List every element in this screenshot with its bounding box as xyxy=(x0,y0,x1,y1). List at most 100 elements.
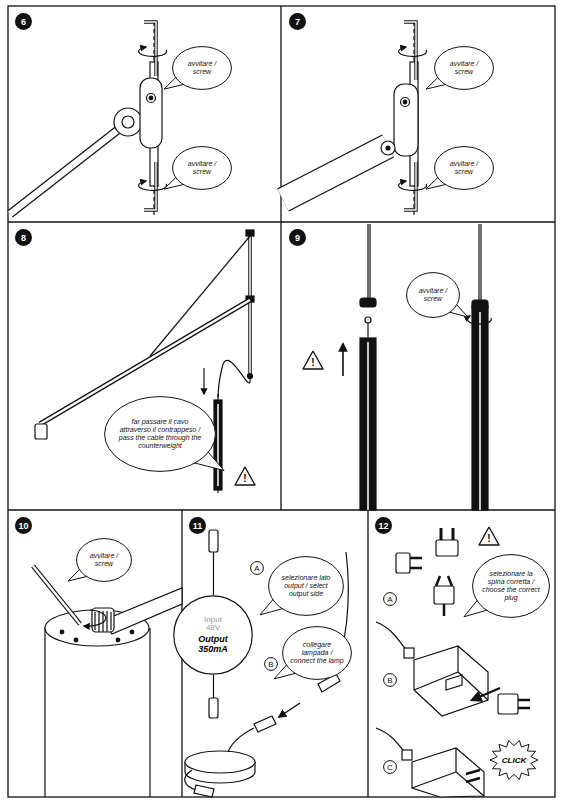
option-letter: B xyxy=(264,657,278,671)
number-disc xyxy=(289,229,306,246)
wall-bracket-step7-part xyxy=(283,146,388,200)
letter-ring xyxy=(384,761,397,774)
number-disc xyxy=(189,517,206,534)
wall-bracket-step7-part xyxy=(404,162,416,210)
wall-bracket-step7-part xyxy=(404,162,416,210)
wall-bracket-step7-part xyxy=(404,22,416,80)
plug-step12-part xyxy=(402,750,412,760)
number-disc xyxy=(375,517,392,534)
plug-step12-part xyxy=(412,748,484,796)
plug-step12-part xyxy=(466,770,480,782)
wall-bracket-step6-part xyxy=(144,22,156,76)
warning-triangle: ! xyxy=(478,526,500,546)
wall-bracket-step7-part xyxy=(401,98,410,107)
warning-triangle-text: ! xyxy=(487,533,490,544)
step-number: 6 xyxy=(15,13,32,30)
speech-bubble: avvitare / screw xyxy=(434,146,494,190)
text-holder: B xyxy=(383,673,397,687)
lamp-arm-step8-part xyxy=(203,368,204,394)
step-number-text: 11 xyxy=(193,521,203,531)
panel-frame xyxy=(8,6,555,797)
option-letter-text: C xyxy=(387,763,393,772)
driver-step11-part xyxy=(279,703,300,717)
step-number-text: 6 xyxy=(21,17,26,27)
wall-bracket-step7-part xyxy=(404,22,416,80)
click-burst: CLICK xyxy=(490,740,538,780)
lamp-base-step10-part xyxy=(84,610,106,626)
pole-step9-part xyxy=(369,224,370,300)
driver-label: Input 48V Output 350mA xyxy=(173,595,253,675)
speech-bubble-text: avvitare / screw xyxy=(179,160,225,176)
bubble-body xyxy=(269,557,344,616)
driver-label-text: Input 48V xyxy=(200,616,226,633)
warning-triangle-text: ! xyxy=(311,357,314,368)
text-holder: avvitare / screw xyxy=(172,46,232,90)
bubble-body xyxy=(473,555,550,618)
speech-bubble: avvitare / screw xyxy=(76,538,132,582)
bubble-body xyxy=(105,397,216,472)
number-disc xyxy=(15,229,32,246)
text-holder: avvitare / screw xyxy=(172,146,232,190)
lamp-arm-step8-part xyxy=(217,404,219,486)
letter-ring xyxy=(384,593,397,606)
lamp-base-step10-part xyxy=(33,566,80,624)
lamp-arm-step8 xyxy=(35,230,254,496)
text-holder: 12 xyxy=(375,517,392,534)
speech-bubble-text: avvitare / screw xyxy=(83,552,125,568)
wall-bracket-step7-part xyxy=(394,84,418,156)
text-holder: Input 48V Output 350mA xyxy=(173,595,253,675)
step-number-text: 12 xyxy=(378,521,388,531)
speech-bubble-text: far passare il cavo attraverso il contra… xyxy=(117,418,203,449)
panel-frame-part xyxy=(280,6,281,510)
text-holder: far passare il cavo attraverso il contra… xyxy=(104,396,216,472)
wall-bracket-step6-part xyxy=(144,22,156,76)
text-holder: 10 xyxy=(15,517,32,534)
step-number-text: 10 xyxy=(18,521,28,531)
wall-bracket-step6-part xyxy=(10,122,128,214)
bubble-body xyxy=(283,627,352,680)
lamp-arm-step8-part xyxy=(214,400,222,490)
number-disc xyxy=(15,517,32,534)
pole-step9-part xyxy=(479,312,481,510)
step-number: 9 xyxy=(289,229,306,246)
text-holder: selezionare la spina corretta / choose t… xyxy=(472,554,550,618)
step-number-text: 7 xyxy=(295,17,300,27)
plug-step12-part xyxy=(396,553,410,573)
step-number: 12 xyxy=(375,517,392,534)
speech-bubble: avvitare / screw xyxy=(172,146,232,190)
step-number: 10 xyxy=(15,517,32,534)
speech-bubble-text: selezionare lato output / select output … xyxy=(277,574,335,597)
lamp-base-step10-part xyxy=(92,608,114,632)
lamp-base-step10-part xyxy=(74,638,78,642)
driver-label-text: Output 350mA xyxy=(192,635,234,654)
plug-step12-part xyxy=(446,675,462,690)
number-disc xyxy=(289,13,306,30)
plug-step12-part xyxy=(518,700,530,708)
letter-ring xyxy=(251,562,264,575)
lamp-base-step10-part xyxy=(104,588,182,634)
warning-triangle: ! xyxy=(302,350,324,370)
driver-step11-part xyxy=(194,785,214,797)
speech-bubble: avvitare / screw xyxy=(406,272,460,318)
driver-step11-part xyxy=(209,698,218,718)
speech-bubble: selezionare la spina corretta / choose t… xyxy=(472,554,550,618)
lamp-arm-step8-part xyxy=(35,424,47,439)
text-holder: ! xyxy=(302,350,324,370)
driver-step11-part xyxy=(185,751,255,773)
pole-step9-part xyxy=(342,344,344,376)
driver-step11-part xyxy=(254,716,276,732)
speech-bubble: avvitare / screw xyxy=(172,46,232,90)
speech-bubble-text: collegare lampada / connect the lamp xyxy=(290,641,344,664)
burst-outline xyxy=(490,741,538,780)
plug-step12-part xyxy=(412,748,484,797)
triangle-outline xyxy=(303,351,323,369)
wall-bracket-step6-part xyxy=(144,162,156,210)
step-number: 11 xyxy=(189,517,206,534)
plug-step12-part xyxy=(414,646,488,716)
speech-bubble-text: avvitare / screw xyxy=(179,60,225,76)
wall-bracket-step6-part xyxy=(10,122,128,214)
lamp-base-step10-part xyxy=(60,630,64,634)
plug-step12-part xyxy=(404,648,414,658)
wall-bracket-step6-part xyxy=(140,78,162,148)
driver-step11-part xyxy=(209,530,218,552)
